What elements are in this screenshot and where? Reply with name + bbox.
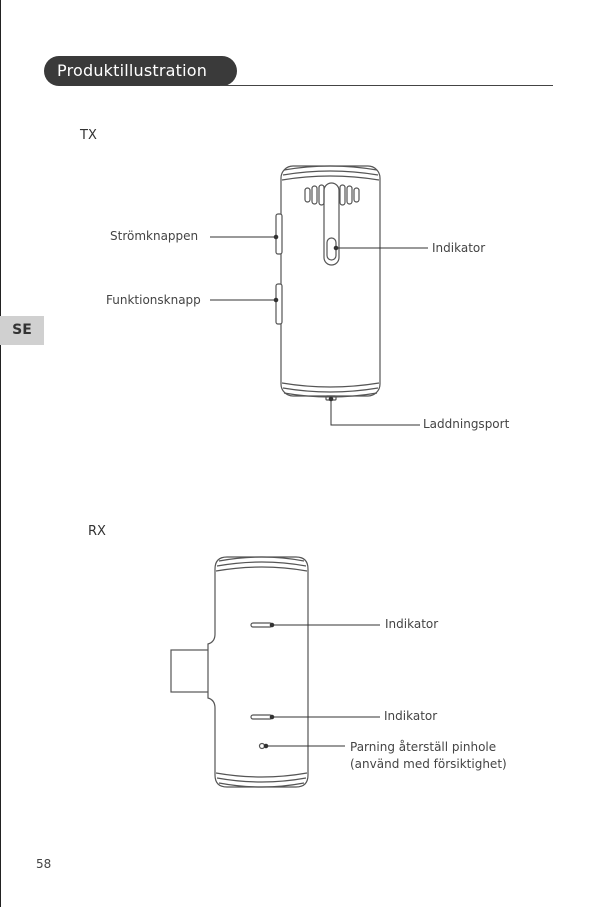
label-function-button: Funktionsknapp	[106, 293, 201, 307]
label-rx-indicator-top: Indikator	[385, 617, 438, 631]
rx-device-illustration	[171, 557, 308, 787]
label-pairing-caution: (använd med försiktighet)	[350, 757, 507, 771]
label-power-button: Strömknappen	[110, 229, 198, 243]
label-pairing-pinhole: Parning återställ pinhole	[350, 740, 496, 754]
label-charging-port: Laddningsport	[423, 417, 509, 431]
tx-device-illustration	[276, 166, 380, 400]
label-rx-indicator-bottom: Indikator	[384, 709, 437, 723]
label-tx-indicator: Indikator	[432, 241, 485, 255]
rx-heading: RX	[88, 524, 106, 539]
page-number: 58	[36, 857, 51, 871]
